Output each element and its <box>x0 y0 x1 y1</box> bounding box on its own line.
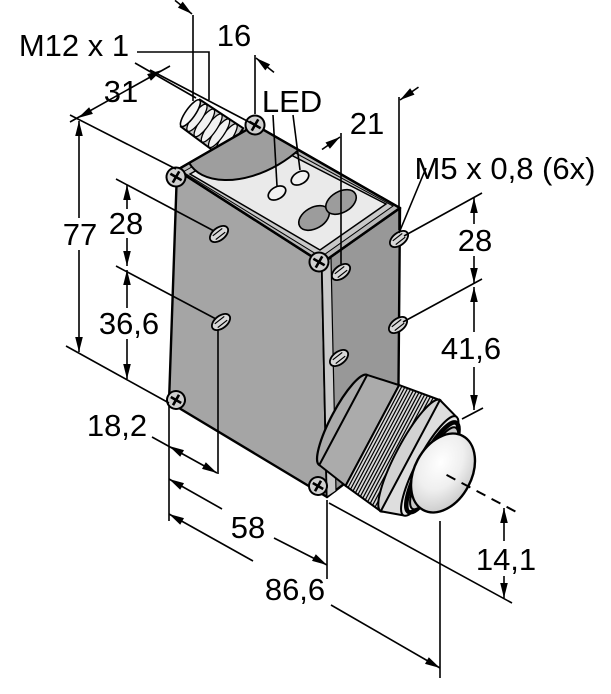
dim-label-16: 16 <box>217 18 251 53</box>
dim-m12: M12 x 1 <box>19 28 210 100</box>
m5-hole <box>208 224 230 244</box>
m5-hole <box>328 348 350 368</box>
led-window <box>290 170 310 186</box>
m5-hole <box>330 262 352 282</box>
dim-label-led: LED <box>262 84 322 119</box>
screw <box>308 476 328 496</box>
dim-label-m12: M12 x 1 <box>19 28 129 63</box>
dim-41-6: 41,6 <box>441 287 501 420</box>
optical-axis <box>446 473 519 514</box>
dim-77: 77 <box>63 114 177 404</box>
dim-label-14-1: 14,1 <box>476 542 536 577</box>
dim-21: 21 <box>321 86 419 264</box>
dim-28-right: 28 <box>402 192 492 323</box>
dim-label-31: 31 <box>104 74 138 109</box>
dim-label-77: 77 <box>63 217 97 252</box>
mounting-holes <box>208 224 410 368</box>
dim-label-58: 58 <box>231 510 265 545</box>
dim-led: LED <box>262 84 322 187</box>
dim-label-36-6: 36,6 <box>99 306 159 341</box>
dim-16: 16 <box>174 0 275 114</box>
dim-18-2: 18,2 <box>87 330 219 521</box>
dim-m5: M5 x 0,8 (6x) <box>398 151 596 234</box>
led-window <box>267 185 287 201</box>
dim-label-18-2: 18,2 <box>87 408 147 443</box>
m5-hole <box>387 315 409 335</box>
lens-assembly <box>315 373 519 517</box>
screw <box>308 251 330 273</box>
dim-label-28-right: 28 <box>458 223 492 258</box>
screw <box>166 390 186 410</box>
dim-label-m5: M5 x 0,8 (6x) <box>415 151 596 186</box>
dim-label-41-6: 41,6 <box>441 331 501 366</box>
screw <box>244 114 266 136</box>
screw <box>165 166 187 188</box>
dim-28-left: 28 <box>109 178 217 320</box>
led-indicators <box>267 170 310 201</box>
dim-label-28-left: 28 <box>109 206 143 241</box>
cover-screws <box>165 114 330 496</box>
dim-label-86-6: 86,6 <box>265 572 325 607</box>
m5-hole <box>388 229 410 249</box>
m5-hole <box>210 312 232 332</box>
dim-14-1: 14,1 <box>328 502 536 604</box>
dim-58: 58 <box>168 478 328 579</box>
dim-36-6: 36,6 <box>99 270 159 379</box>
dim-label-21: 21 <box>350 106 384 141</box>
dim-31: 31 <box>69 65 252 124</box>
dim-86-6: 86,6 <box>168 513 441 678</box>
